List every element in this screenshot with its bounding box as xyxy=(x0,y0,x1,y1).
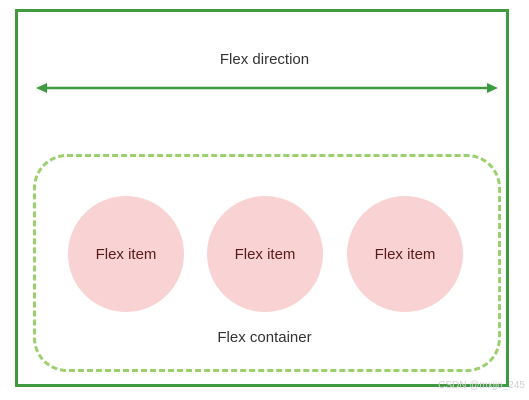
flex-direction-label: Flex direction xyxy=(219,51,310,68)
flex-container-label: Flex container xyxy=(217,329,312,346)
double-headed-arrow-icon xyxy=(36,83,498,93)
outer-frame xyxy=(15,9,509,387)
flex-item-2: Flex item xyxy=(207,196,323,312)
flex-item-1: Flex item xyxy=(68,196,184,312)
flex-container-box xyxy=(33,154,501,372)
watermark: CSDN @mxjjo_245 xyxy=(438,380,525,391)
flex-item-3: Flex item xyxy=(347,196,463,312)
